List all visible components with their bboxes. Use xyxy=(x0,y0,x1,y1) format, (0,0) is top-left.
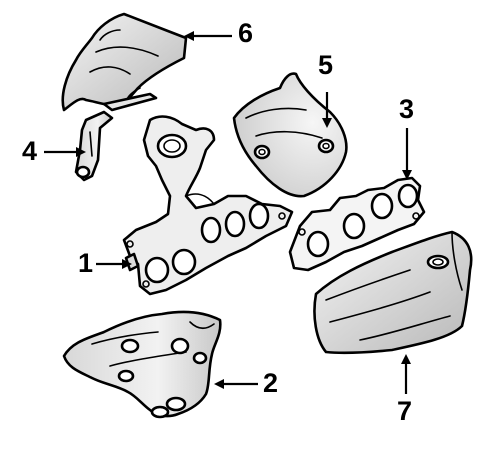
callout-5: 5 xyxy=(318,50,334,80)
callout-2: 2 xyxy=(263,368,279,398)
lower-heat-shield xyxy=(313,230,473,355)
leader-lines xyxy=(44,31,412,394)
exhaust-manifold xyxy=(122,115,294,296)
callout-3: 3 xyxy=(399,94,415,124)
bracket xyxy=(74,110,114,182)
lower-manifold-cover xyxy=(62,310,222,419)
callout-1: 1 xyxy=(78,248,94,278)
callout-4: 4 xyxy=(22,136,38,166)
manifold-gasket xyxy=(288,176,426,272)
callout-7: 7 xyxy=(397,396,413,426)
callout-6: 6 xyxy=(238,18,254,48)
upper-heat-shield xyxy=(61,12,188,112)
small-heat-shield xyxy=(232,72,348,198)
